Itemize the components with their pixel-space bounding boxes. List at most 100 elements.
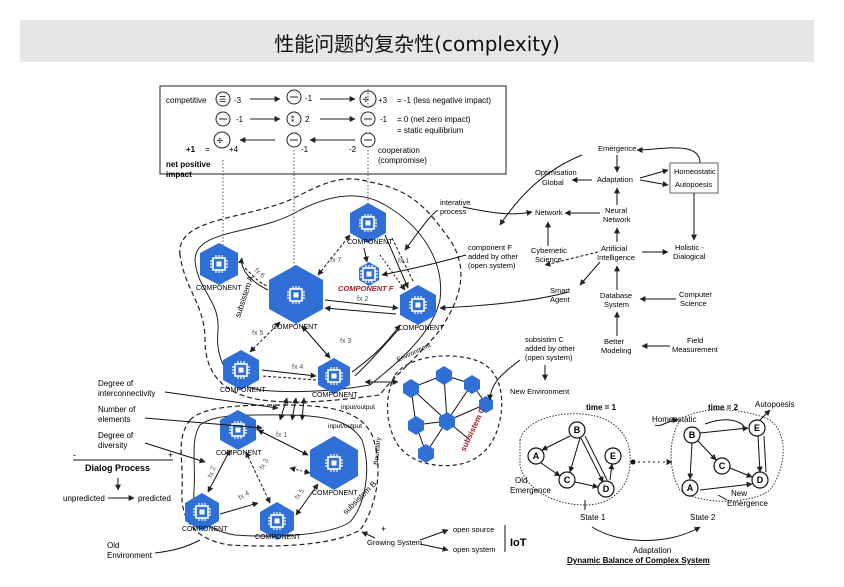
legend-connectors [222, 86, 369, 270]
state2-nodes [681, 419, 769, 497]
svg-text:COMPONENT F: COMPONENT F [338, 284, 394, 293]
component-mid: COMPONENT [312, 358, 358, 399]
svg-text:A: A [687, 483, 694, 493]
svg-text:Growing System: Growing System [367, 538, 422, 547]
component-mid-left: COMPONENT [220, 350, 266, 394]
svg-text:COMPONENT: COMPONENT [182, 526, 228, 533]
svg-text:open system: open system [453, 545, 496, 554]
svg-text:-1: -1 [380, 115, 388, 124]
svg-text:input/output: input/output [328, 423, 362, 430]
svg-text:✣: ✣ [363, 96, 369, 104]
svg-text:Dialogical: Dialogical [673, 252, 706, 261]
svg-text:2: 2 [305, 115, 310, 124]
svg-text:Emergence: Emergence [510, 486, 551, 495]
svg-text:Degree of: Degree of [98, 379, 134, 388]
svg-text:C: C [564, 475, 571, 485]
svg-text:System: System [604, 300, 629, 309]
svg-text:= -1 (less negative impact): = -1 (less negative impact) [397, 96, 491, 105]
legend-competitive: competitive [166, 96, 207, 105]
svg-text:Artificial: Artificial [601, 244, 628, 253]
svg-text:Cybernetic: Cybernetic [531, 246, 567, 255]
subsystem-b-inner [193, 414, 368, 537]
svg-text:COMPONENT: COMPONENT [255, 534, 301, 541]
component-center: COMPONENT [269, 265, 323, 331]
svg-text:Intelligence: Intelligence [597, 253, 635, 262]
svg-text:=: = [205, 145, 210, 154]
svg-text:-1: -1 [305, 94, 313, 103]
svg-text:fx 7: fx 7 [330, 257, 341, 264]
svg-text:State 2: State 2 [690, 513, 716, 522]
component-b-top: COMPONENT [216, 410, 262, 457]
svg-text:B: B [689, 430, 696, 440]
svg-text:+1: +1 [186, 145, 196, 154]
component-left: COMPONENT [196, 243, 242, 292]
svg-text:✣: ✣ [217, 137, 223, 145]
svg-text:+: + [381, 524, 386, 534]
svg-text:(open system): (open system) [468, 261, 516, 270]
svg-text:Old: Old [515, 476, 527, 485]
svg-text:Measurement: Measurement [672, 345, 719, 354]
svg-text:cooperation: cooperation [378, 146, 420, 155]
svg-text:(compromise): (compromise) [378, 156, 427, 165]
svg-text:COMPONENT: COMPONENT [312, 392, 358, 399]
svg-text:+4: +4 [229, 145, 239, 154]
svg-text:⁑: ⁑ [291, 115, 295, 124]
svg-text:Agent: Agent [550, 295, 571, 304]
subsystem-b-outer [180, 404, 379, 547]
svg-text:Old: Old [107, 541, 119, 550]
component-b-left: COMPONENT [182, 493, 228, 533]
svg-text:Environment: Environment [107, 551, 153, 560]
svg-text:fx 5: fx 5 [294, 488, 306, 501]
svg-text:COMPONENT: COMPONENT [220, 387, 266, 394]
svg-text:Network: Network [535, 208, 563, 217]
svg-text:Global: Global [542, 178, 564, 187]
svg-text:fx 2: fx 2 [207, 466, 217, 479]
svg-text:interative: interative [440, 198, 470, 207]
svg-text:C: C [719, 461, 726, 471]
svg-text:Optimisation: Optimisation [535, 168, 577, 177]
svg-text:+3: +3 [378, 96, 388, 105]
svg-text:fx 5: fx 5 [252, 330, 263, 337]
left-labels: Degree of interconnectivity Number of el… [63, 379, 173, 560]
svg-text:IoT: IoT [510, 537, 527, 549]
svg-text:Adaptation: Adaptation [633, 546, 671, 555]
svg-text:Homeostatic: Homeostatic [652, 415, 696, 424]
svg-text:+: + [168, 450, 173, 460]
svg-text:net positive: net positive [166, 160, 211, 169]
svg-text:Computer: Computer [679, 290, 712, 299]
svg-text:COMPONENT: COMPONENT [347, 239, 393, 246]
svg-text:D: D [757, 475, 764, 485]
svg-text:elements: elements [98, 415, 130, 424]
svg-text:COMPONENT: COMPONENT [272, 324, 318, 331]
svg-text:process: process [440, 207, 467, 216]
flow-chart: Emergence Optimisation Global Adaptation… [531, 144, 719, 355]
svg-text:Better: Better [604, 337, 625, 346]
svg-text:subsistem A: subsistem A [233, 274, 255, 318]
svg-text:New: New [731, 489, 747, 498]
flow-arrows [544, 146, 701, 349]
svg-text:open source: open source [453, 525, 494, 534]
svg-text:COMPONENT: COMPONENT [196, 285, 242, 292]
svg-text:COMPONENT: COMPONENT [216, 450, 262, 457]
svg-text:interconnectivity: interconnectivity [98, 389, 155, 398]
svg-text:-1: -1 [236, 115, 244, 124]
svg-text:fx 3: fx 3 [259, 458, 271, 471]
svg-text:predicted: predicted [138, 494, 171, 503]
svg-text:B: B [574, 425, 581, 435]
svg-text:(open system): (open system) [525, 353, 573, 362]
svg-text:time = 1: time = 1 [586, 403, 617, 412]
title-bar: 性能问题的复杂性(complexity) [20, 20, 814, 62]
svg-text:Emergence: Emergence [727, 499, 768, 508]
subsystem-a-inner [194, 195, 442, 393]
svg-text:subsistim C: subsistim C [525, 335, 564, 344]
svg-text:Holistic -: Holistic - [675, 243, 704, 252]
svg-text:☰: ☰ [219, 95, 226, 104]
svg-text:impact: impact [166, 170, 192, 179]
svg-text:E: E [754, 423, 760, 433]
svg-text:Homeostatic: Homeostatic [674, 167, 716, 176]
svg-text:Science: Science [680, 299, 707, 308]
svg-text:Degree of: Degree of [98, 431, 134, 440]
svg-text:-1: -1 [301, 145, 309, 154]
svg-text:component F: component F [468, 243, 512, 252]
svg-text:State 1: State 1 [580, 513, 606, 522]
